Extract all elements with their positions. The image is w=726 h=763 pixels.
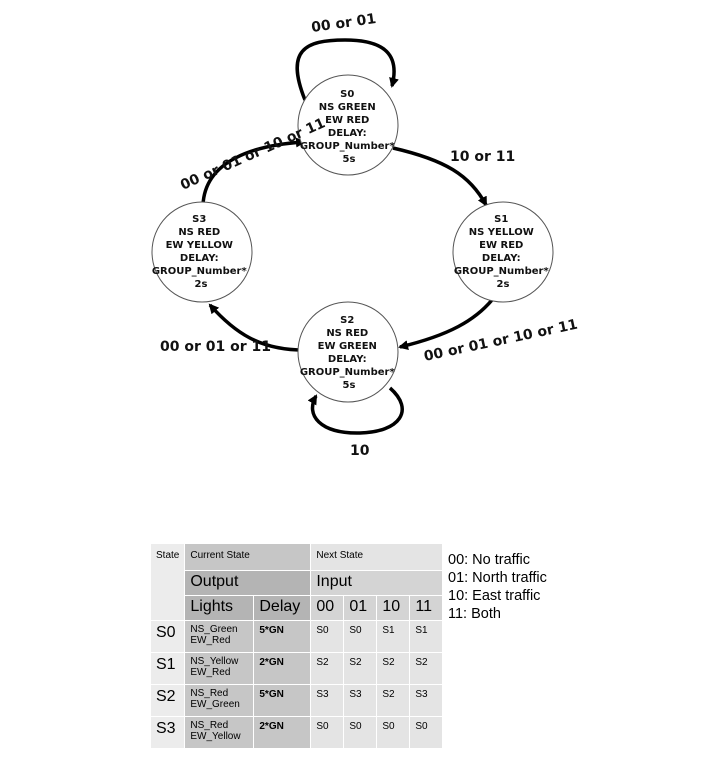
label-s2-self: 10: [350, 443, 370, 459]
row-next-11: S0: [409, 716, 444, 749]
label-s1-s2: 00 or 01 or 10 or 11: [423, 317, 580, 365]
row-next-10: S2: [376, 652, 411, 685]
edge-s1-s2: [398, 298, 494, 350]
header-output: Output: [184, 570, 312, 596]
header-input-00: 00: [310, 595, 345, 621]
header-lights: Lights: [184, 595, 255, 621]
header-next-state: Next State: [310, 543, 444, 571]
legend-item: 00: No traffic: [448, 552, 530, 568]
edge-s0-self: [295, 38, 399, 101]
row-next-10: S0: [376, 716, 411, 749]
row-next-00: S0: [310, 620, 345, 653]
edge-s2-s3: [208, 303, 305, 352]
row-next-11: S3: [409, 684, 444, 717]
state-s0-label: S0 NS GREEN EW RED DELAY: GROUP_Number* …: [300, 89, 398, 165]
row-state: S1: [149, 652, 186, 685]
row-next-01: S0: [343, 716, 378, 749]
row-next-11: S2: [409, 652, 444, 685]
label-s0-s1: 10 or 11: [450, 149, 515, 165]
edge-s0-s1: [392, 146, 488, 207]
state-s0-circle: [297, 74, 399, 176]
row-next-10: S2: [376, 684, 411, 717]
row-next-10: S1: [376, 620, 411, 653]
row-delay: 5*GN: [253, 620, 312, 653]
row-next-01: S2: [343, 652, 378, 685]
header-input-10: 10: [376, 595, 411, 621]
header-delay: Delay: [253, 595, 312, 621]
state-s2-label: S2 NS RED EW GREEN DELAY: GROUP_Number* …: [300, 315, 398, 391]
state-s3-label: S3 NS RED EW YELLOW DELAY: GROUP_Number*…: [152, 214, 250, 290]
label-s3-s0: 00 or 01 or 10 or 11: [178, 115, 328, 193]
header-input-11: 11: [409, 595, 444, 621]
row-delay: 5*GN: [253, 684, 312, 717]
row-next-11: S1: [409, 620, 444, 653]
edge-s2-self: [307, 386, 404, 435]
header-current-state: Current State: [184, 543, 312, 571]
row-state: S3: [149, 716, 186, 749]
row-delay: 2*GN: [253, 652, 312, 685]
header-input: Input: [310, 570, 444, 596]
state-s3-circle: [151, 201, 253, 303]
legend-item: 10: East traffic: [448, 588, 541, 604]
row-state: S0: [149, 620, 186, 653]
input-legend: 00: No traffic 01: North traffic 10: Eas…: [448, 551, 547, 623]
row-state: S2: [149, 684, 186, 717]
label-s0-self: 00 or 01: [310, 11, 377, 36]
row-next-00: S3: [310, 684, 345, 717]
row-next-01: S0: [343, 620, 378, 653]
label-s2-s3: 00 or 01 or 11: [160, 339, 271, 355]
header-state: State: [149, 543, 186, 621]
state-s1-label: S1 NS YELLOW EW RED DELAY: GROUP_Number*…: [454, 214, 552, 290]
edge-s3-s0: [201, 137, 306, 206]
legend-item: 11: Both: [448, 606, 501, 622]
state-table: State Current State Next State Output In…: [149, 543, 444, 749]
row-delay: 2*GN: [253, 716, 312, 749]
header-input-01: 01: [343, 595, 378, 621]
legend-item: 01: North traffic: [448, 570, 547, 586]
row-next-00: S0: [310, 716, 345, 749]
state-s1-circle: [452, 201, 554, 303]
state-diagram: S0 NS GREEN EW RED DELAY: GROUP_Number* …: [151, 11, 580, 459]
row-next-01: S3: [343, 684, 378, 717]
state-s2-circle: [297, 301, 399, 403]
row-next-00: S2: [310, 652, 345, 685]
